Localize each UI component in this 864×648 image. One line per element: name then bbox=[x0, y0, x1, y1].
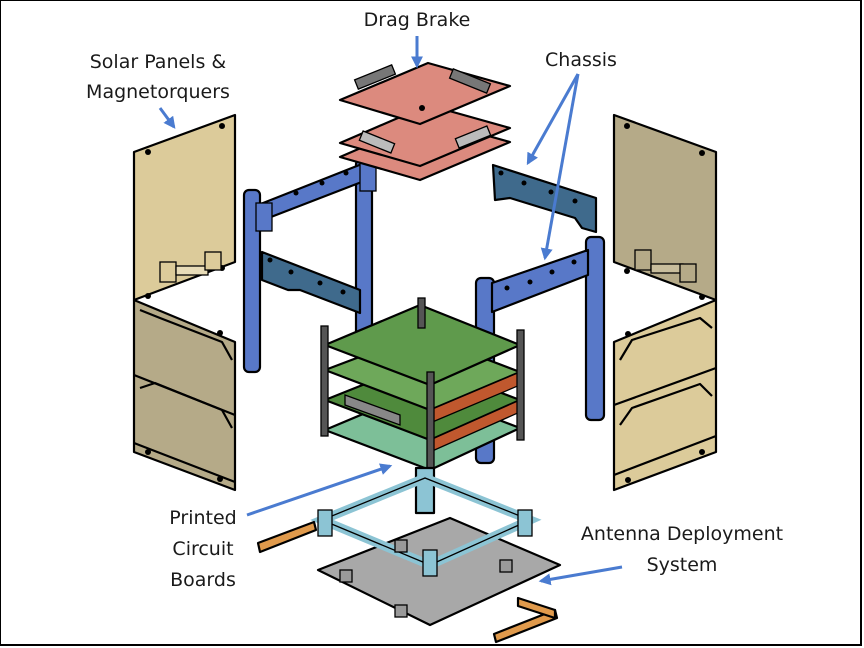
label-ads-line2: System bbox=[647, 554, 718, 576]
antenna-left bbox=[256, 520, 318, 554]
label-chassis: Chassis bbox=[545, 49, 617, 71]
drag-brake bbox=[338, 61, 512, 182]
left-solar-panel-upper bbox=[132, 113, 237, 302]
left-chassis-rail bbox=[260, 250, 362, 315]
antenna-deployment-system bbox=[256, 466, 562, 644]
label-drag-brake: Drag Brake bbox=[364, 9, 471, 31]
chassis-arrow-upper bbox=[526, 73, 580, 166]
right-solar-panel-lower bbox=[612, 298, 718, 492]
label-pcb-line3: Boards bbox=[170, 569, 236, 591]
label-pcb-line2: Circuit bbox=[172, 538, 233, 560]
label-solar-line1: Solar Panels & bbox=[90, 51, 227, 73]
label-solar-line2: Magnetorquers bbox=[86, 81, 230, 103]
brake-hinge bbox=[353, 64, 492, 154]
right-chassis-rail bbox=[491, 163, 598, 234]
pcb-arrow bbox=[246, 463, 393, 517]
left-solar-panel-lower bbox=[132, 293, 237, 492]
left-chassis-frame bbox=[242, 158, 377, 374]
right-solar-panel-upper bbox=[612, 113, 718, 302]
magnetorquer bbox=[634, 249, 697, 283]
label-pcb-line1: Printed bbox=[169, 507, 236, 529]
chassis-arrow-lower bbox=[540, 73, 580, 261]
magnetorquer bbox=[159, 251, 222, 283]
pcb-stack bbox=[320, 297, 525, 483]
solar-panel-arrow bbox=[158, 107, 176, 129]
label-ads-line1: Antenna Deployment bbox=[581, 523, 783, 545]
ads-arrow bbox=[538, 565, 623, 586]
antenna-right bbox=[492, 596, 559, 644]
